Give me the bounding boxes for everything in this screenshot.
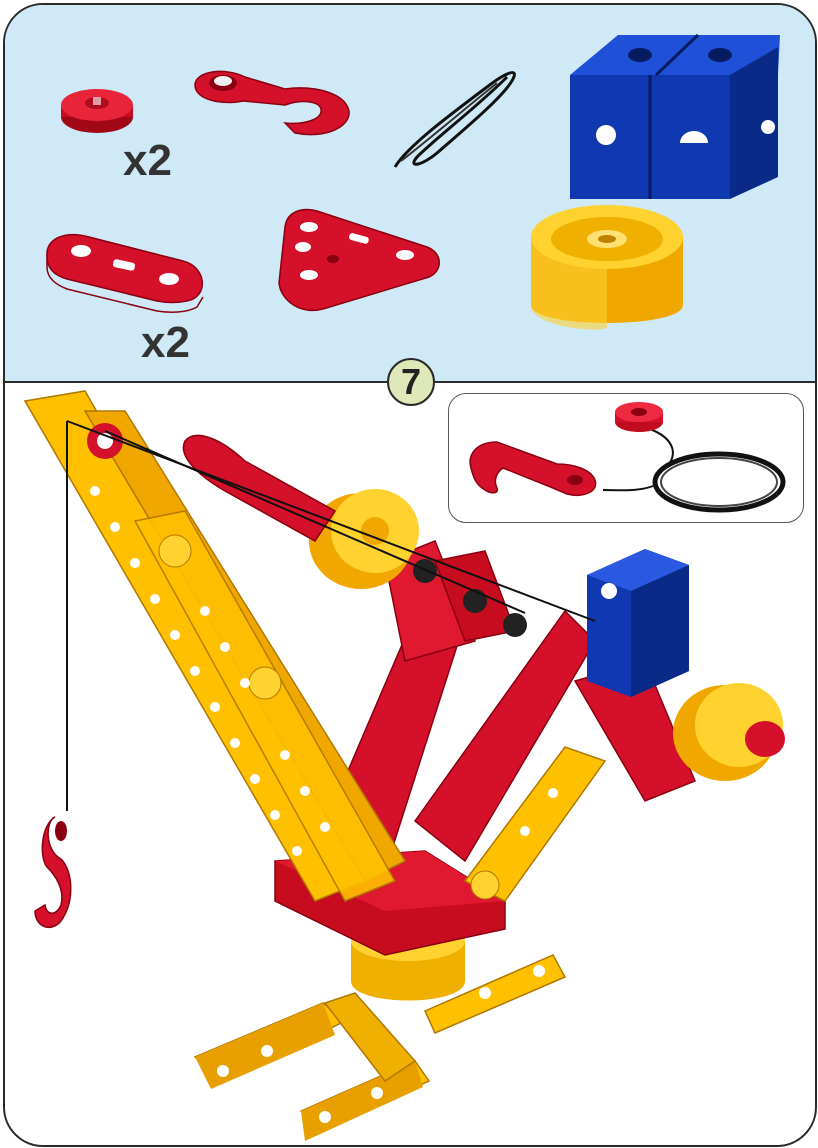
inset-hook-cord — [469, 402, 786, 513]
triangle-plate-part — [278, 208, 440, 312]
yellow-wheel-part — [531, 205, 683, 330]
hook-assembly-inset — [448, 393, 804, 523]
cord-part — [393, 71, 516, 168]
hoist-cord — [66, 420, 596, 811]
crane-hook-part — [194, 70, 350, 136]
oval-plate-part — [46, 234, 204, 313]
step-number-badge: 7 — [387, 358, 435, 406]
parts-panel: x2 — [5, 5, 815, 383]
crane-base — [193, 954, 567, 1141]
pulley-arm — [182, 434, 337, 542]
oval-plate-quantity: x2 — [141, 318, 190, 367]
yellow-jib — [23, 390, 407, 902]
hanging-hook — [34, 816, 72, 929]
pulley-quantity: x2 — [123, 136, 172, 185]
crane-assembly-illustration — [23, 390, 785, 1141]
blue-cube — [587, 549, 689, 697]
red-tower — [334, 540, 696, 873]
instruction-page: x2 — [3, 3, 817, 1147]
step-number: 7 — [400, 361, 422, 402]
pulley-wheel-part — [61, 89, 133, 133]
double-cube-block-part — [570, 33, 780, 199]
counterweight-wheels — [309, 489, 785, 781]
yellow-strut — [463, 746, 607, 902]
